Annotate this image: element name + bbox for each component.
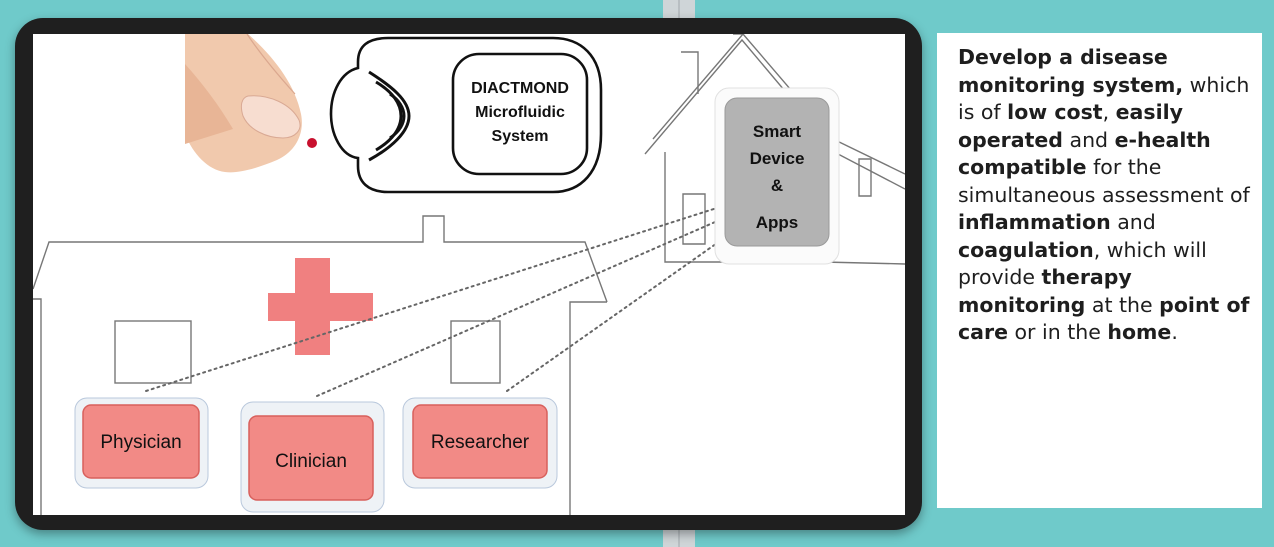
- description-text-18: .: [1171, 320, 1178, 344]
- role-box-physician: Physician: [74, 397, 209, 489]
- description-text-13: therapy monitoring: [958, 265, 1132, 317]
- smart-device-line-4: Apps: [756, 213, 799, 232]
- role-label-clinician: Clinician: [275, 451, 347, 472]
- hospital-building-drawing: [33, 215, 608, 515]
- description-text-2: which is of: [958, 72, 1250, 125]
- description-text-16: or in the: [1008, 320, 1108, 344]
- description-text-4: ,: [1102, 100, 1116, 124]
- description-text-10: and: [1110, 210, 1156, 234]
- description-text-9: inflammation: [958, 210, 1111, 234]
- description-text-11: coagulation: [958, 237, 1094, 262]
- description-text-6: and: [1062, 127, 1115, 152]
- role-label-physician: Physician: [100, 432, 181, 453]
- description-panel: Develop a disease monitoring system, whi…: [937, 33, 1262, 508]
- description-text-5: easily operated: [958, 100, 1184, 152]
- smart-device-line-2: Device: [750, 149, 805, 168]
- smart-device-apps-box: Smart Device & Apps: [714, 87, 840, 265]
- description-text-8: for the simultaneous assessment of: [958, 155, 1250, 207]
- red-cross-icon: [268, 258, 373, 355]
- smart-device-line-3: &: [771, 176, 783, 195]
- description-text-12: , which will provide: [958, 237, 1207, 290]
- description-paragraph: Develop a disease monitoring system, whi…: [958, 44, 1258, 347]
- role-box-researcher: Researcher: [402, 397, 558, 489]
- smart-device-line-1: Smart: [753, 122, 802, 141]
- diagram-screen: DIACTMOND Microfluidic System Smart Devi…: [33, 34, 905, 515]
- description-text-7: e-health compatible: [958, 127, 1211, 180]
- description-text-17: home: [1107, 320, 1172, 344]
- device-label-line-3: System: [492, 128, 549, 145]
- description-text-15: point of care: [958, 292, 1250, 345]
- device-label-line-2: Microfluidic: [475, 104, 565, 121]
- description-text-3: low cost: [1007, 100, 1103, 124]
- device-label: DIACTMOND Microfluidic System: [471, 80, 569, 145]
- role-box-clinician: Clinician: [240, 401, 385, 513]
- description-text-14: at the: [1085, 292, 1160, 317]
- microfluidic-device: [329, 36, 603, 194]
- description-text-1: Develop a disease monitoring system,: [958, 45, 1184, 97]
- hand-with-blood-drop-image: [185, 34, 317, 173]
- connection-lines: [145, 205, 748, 397]
- device-label-line-1: DIACTMOND: [471, 80, 569, 97]
- role-label-researcher: Researcher: [431, 432, 530, 453]
